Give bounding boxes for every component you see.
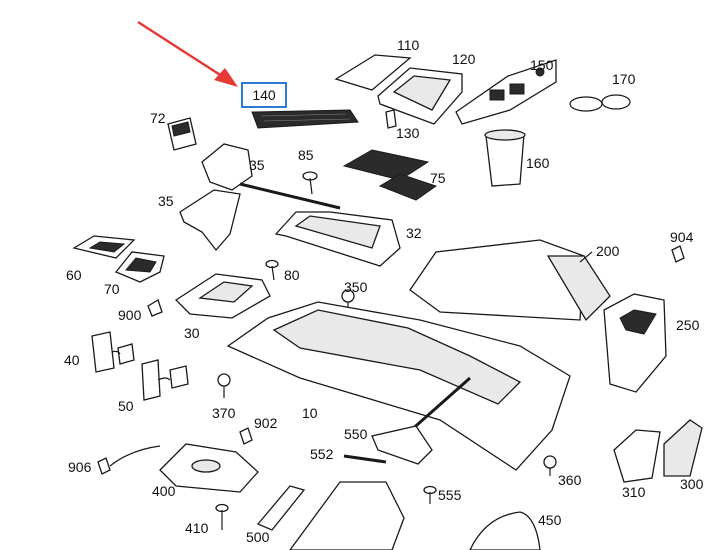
part-300-panel[interactable]: [663, 419, 703, 477]
label-80: 80: [284, 267, 300, 283]
part-250-vent[interactable]: [603, 293, 667, 393]
label-450: 450: [538, 512, 562, 528]
label-85: 85: [298, 147, 314, 163]
part-410-screw[interactable]: [215, 503, 229, 531]
part-310-bracket[interactable]: [613, 429, 661, 483]
part-120-bezel[interactable]: [377, 67, 463, 125]
part-lower-bracket[interactable]: [289, 481, 405, 550]
part-200-armrest[interactable]: [409, 239, 611, 322]
label-35-upper: 35: [249, 157, 265, 173]
label-170: 170: [612, 71, 636, 87]
label-32: 32: [406, 225, 422, 241]
part-902-tag[interactable]: [239, 427, 253, 445]
part-50-switch[interactable]: [141, 359, 189, 401]
label-75: 75: [430, 170, 446, 186]
part-40-switch[interactable]: [91, 331, 135, 373]
label-410: 410: [185, 520, 209, 536]
part-500-clip[interactable]: [256, 485, 306, 531]
part-rod: [239, 182, 341, 210]
part-35-bracket-upper[interactable]: [201, 143, 253, 191]
label-902: 902: [254, 415, 278, 431]
callout-arrow: [137, 20, 238, 87]
part-555-screw[interactable]: [423, 485, 437, 505]
label-40: 40: [64, 352, 80, 368]
label-550: 550: [344, 426, 368, 442]
label-310: 310: [622, 484, 646, 500]
part-904-tag[interactable]: [671, 245, 685, 263]
label-200: 200: [596, 243, 620, 259]
part-900-tag[interactable]: [147, 299, 163, 317]
label-350: 350: [344, 279, 368, 295]
label-906: 906: [68, 459, 92, 475]
part-552-rod[interactable]: [343, 454, 387, 464]
label-60: 60: [66, 267, 82, 283]
part-400-unit[interactable]: [159, 443, 259, 493]
label-370: 370: [212, 405, 236, 421]
label-400: 400: [152, 483, 176, 499]
part-110-lid[interactable]: [334, 54, 412, 91]
part-350-bolt[interactable]: [341, 289, 355, 310]
label-70: 70: [104, 281, 120, 297]
label-10: 10: [302, 405, 318, 421]
label-50: 50: [118, 398, 134, 414]
part-150-trim[interactable]: [455, 59, 557, 125]
part-10-console[interactable]: [226, 301, 571, 471]
part-30-bracket[interactable]: [174, 273, 271, 319]
part-170-gasket[interactable]: [569, 94, 631, 112]
part-35-bracket-lower[interactable]: [179, 189, 241, 252]
part-80-screw[interactable]: [265, 259, 279, 281]
label-904: 904: [670, 229, 694, 245]
part-360-bolt[interactable]: [543, 455, 557, 476]
part-70-tray[interactable]: [114, 251, 165, 283]
part-72-holder[interactable]: [167, 117, 197, 151]
part-32-frame[interactable]: [274, 211, 401, 267]
label-160: 160: [526, 155, 550, 171]
part-130-clip[interactable]: [385, 109, 397, 129]
part-75-mats[interactable]: [342, 149, 438, 201]
part-370-bolt[interactable]: [217, 373, 231, 398]
label-30: 30: [184, 325, 200, 341]
part-906-cable[interactable]: [97, 445, 161, 475]
part-160-cup[interactable]: [484, 129, 526, 187]
label-250: 250: [676, 317, 700, 333]
part-60-tray[interactable]: [72, 235, 136, 259]
label-360: 360: [558, 472, 582, 488]
label-900: 900: [118, 307, 142, 323]
label-120: 120: [452, 51, 476, 67]
label-300: 300: [680, 476, 704, 492]
label-552: 552: [310, 446, 334, 462]
part-550-bracket[interactable]: [371, 425, 433, 465]
part-140-label-highlight[interactable]: 140: [241, 82, 287, 108]
label-555: 555: [438, 487, 462, 503]
label-110: 110: [397, 37, 420, 53]
label-150: 150: [530, 57, 554, 73]
part-85-screw[interactable]: [302, 171, 318, 195]
label-130: 130: [396, 125, 420, 141]
label-35-lower: 35: [158, 193, 174, 209]
label-72: 72: [150, 110, 166, 126]
part-450-cover[interactable]: [469, 511, 541, 550]
label-500: 500: [246, 529, 270, 545]
